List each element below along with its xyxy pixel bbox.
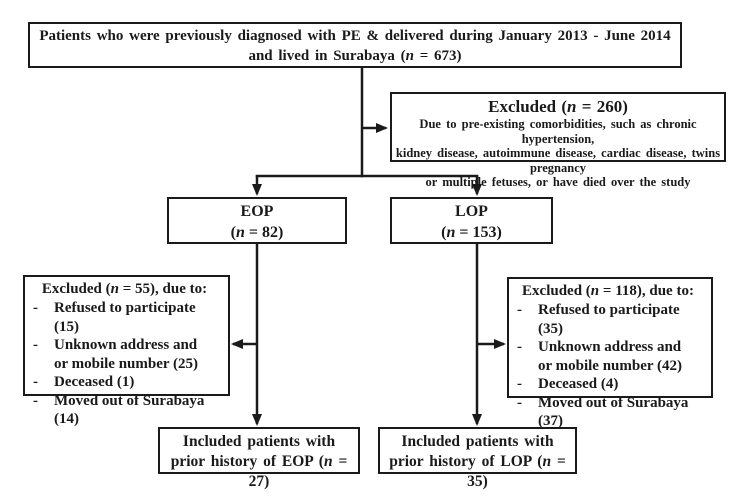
bullet-dash: -: [33, 374, 38, 390]
bullet-dash: -: [33, 392, 38, 409]
box-eligible-patients: Patients who were previously diagnosed w…: [28, 22, 682, 68]
bullet-text: Unknown address and or mobile number (25…: [54, 337, 199, 372]
excluded-main-title: Excluded (n = 260): [488, 97, 628, 116]
excluded-eop-title: Excluded (n = 55), due to:: [41, 281, 208, 297]
bullet-dash: -: [33, 300, 38, 316]
included-lop-line1: Included patients with: [401, 433, 554, 450]
excluded-reason-item: -Deceased (1): [33, 373, 224, 392]
bullet-text: Deceased (1): [54, 374, 135, 390]
box-excluded-eop: Excluded (n = 55), due to: -Refused to p…: [23, 275, 230, 427]
eop-count: (n = 82): [230, 224, 284, 241]
included-lop-line2: prior history of LOP (n = 35): [389, 453, 566, 490]
excluded-reason-item: -Refused to participate (15): [33, 299, 224, 336]
included-eop-line1: Included patients with: [182, 433, 336, 450]
bullet-dash: -: [517, 302, 522, 318]
excluded-lop-title: Excluded (n = 118), due to:: [522, 283, 694, 299]
included-eop-line2: prior history of EOP (n = 27): [170, 453, 348, 490]
bullet-text: Moved out of Surabaya (14): [54, 392, 205, 428]
eligible-patients-line1: Patients who were previously diagnosed w…: [39, 28, 671, 44]
bullet-text: Refused to participate (35): [538, 302, 680, 337]
box-lop: LOP (n = 153): [390, 197, 553, 244]
bullet-text: Unknown address and or mobile number (42…: [538, 339, 683, 374]
eligible-patients-line2: and lived in Surabaya (n = 673): [248, 48, 462, 64]
excluded-reason-item: -Refused to participate (35): [517, 301, 707, 338]
box-included-lop: Included patients with prior history of …: [378, 427, 577, 490]
excluded-lop-reasons: -Refused to participate (35)-Unknown add…: [509, 301, 707, 431]
eop-label: EOP: [240, 203, 274, 220]
lop-count: (n = 153): [441, 224, 502, 241]
bullet-text: Refused to participate (15): [54, 300, 196, 335]
excluded-reason-item: -Deceased (4): [517, 375, 707, 394]
box-excluded-main: Excluded (n = 260) Due to pre-existing c…: [390, 92, 726, 189]
excluded-reason-item: -Unknown address and or mobile number (2…: [33, 336, 224, 373]
bullet-dash: -: [517, 339, 522, 355]
lop-label: LOP: [455, 203, 488, 220]
bullet-dash: -: [517, 376, 522, 392]
excluded-reason-item: -Unknown address and or mobile number (4…: [517, 338, 707, 375]
excluded-reason-item: -Moved out of Surabaya (14): [33, 392, 224, 429]
bullet-dash: -: [517, 394, 522, 411]
box-included-eop: Included patients with prior history of …: [158, 427, 360, 490]
bullet-text: Deceased (4): [538, 376, 619, 392]
excluded-reason-item: -Moved out of Surabaya (37): [517, 394, 707, 431]
bullet-text: Moved out of Surabaya (37): [538, 394, 689, 430]
box-eop: EOP (n = 82): [167, 197, 347, 244]
bullet-dash: -: [33, 337, 38, 353]
excluded-eop-reasons: -Refused to participate (15)-Unknown add…: [25, 299, 224, 429]
box-excluded-lop: Excluded (n = 118), due to: -Refused to …: [507, 277, 713, 429]
excluded-main-body: Due to pre-existing comorbidities, such …: [395, 117, 721, 189]
